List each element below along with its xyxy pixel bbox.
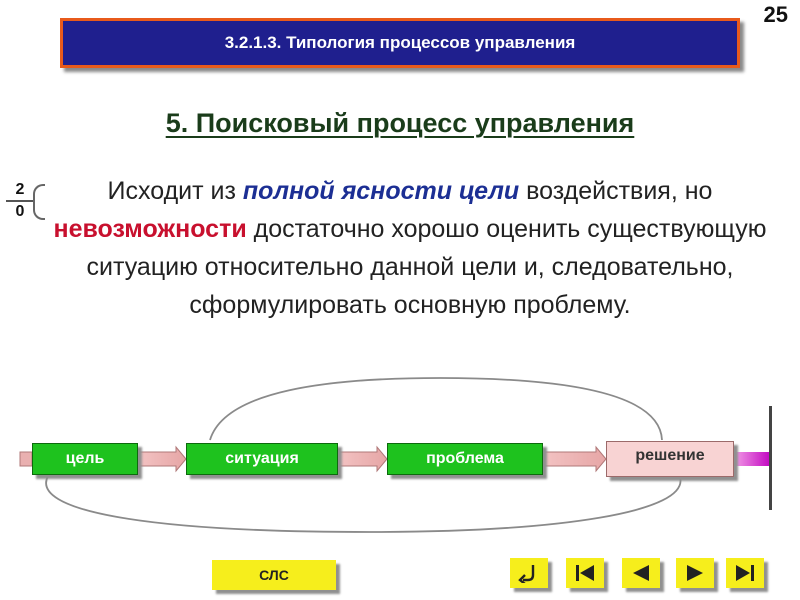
connector-situation-problem <box>337 445 388 473</box>
subtitle: 5. Поисковый процесс управления <box>0 108 800 139</box>
header-title: 3.2.1.3. Типология процессов управления <box>224 33 576 52</box>
node-solution-label: решение <box>635 447 705 464</box>
prev-icon <box>633 565 649 581</box>
node-problem: проблема <box>387 443 543 475</box>
body-part-1: Исходит из <box>107 177 243 205</box>
header-banner: 3.2.1.3. Типология процессов управления <box>60 18 740 68</box>
output-arrow-bar <box>769 406 772 510</box>
connector-goal-situation <box>137 445 187 473</box>
return-icon <box>518 565 535 583</box>
connector-problem-solution <box>542 445 607 473</box>
last-icon <box>736 565 754 581</box>
node-problem-label: проблема <box>426 450 504 467</box>
bracket-decoration <box>33 184 45 220</box>
highlight-goal-clarity: полной ясности цели <box>242 177 520 205</box>
next-slide-button[interactable] <box>676 558 714 588</box>
node-goal-label: цель <box>65 450 105 467</box>
return-button[interactable] <box>510 558 548 588</box>
body-text: Исходит из полной ясности цели воздейств… <box>40 172 780 324</box>
output-arrow <box>734 452 772 466</box>
stub-arrow <box>19 451 33 467</box>
prev-slide-button[interactable] <box>622 558 660 588</box>
highlight-impossibility: невозможности <box>53 215 247 243</box>
sls-button-label: СЛС <box>259 567 289 583</box>
sls-button[interactable]: СЛС <box>212 560 336 590</box>
slide-counter-numerator: 2 <box>15 181 25 198</box>
next-icon <box>687 565 703 581</box>
body-part-2: воздействия, но <box>519 177 713 205</box>
page-number: 25 <box>763 2 788 27</box>
first-slide-button[interactable] <box>566 558 604 588</box>
slide-counter: 2 0 <box>5 180 35 222</box>
subtitle-text: 5. Поисковый процесс управления <box>165 108 635 138</box>
slide-counter-denominator: 0 <box>15 203 25 220</box>
node-situation: ситуация <box>186 443 338 475</box>
lower-loop-arc <box>45 475 682 533</box>
node-goal: цель <box>32 443 138 475</box>
first-icon <box>576 565 594 581</box>
body-part-3: достаточно хорошо оценить существующую с… <box>86 215 767 319</box>
node-solution: решение <box>606 441 734 477</box>
slide-counter-divider <box>6 200 34 202</box>
last-slide-button[interactable] <box>726 558 764 588</box>
upper-loop-arc <box>209 377 663 441</box>
node-situation-label: ситуация <box>225 450 299 467</box>
